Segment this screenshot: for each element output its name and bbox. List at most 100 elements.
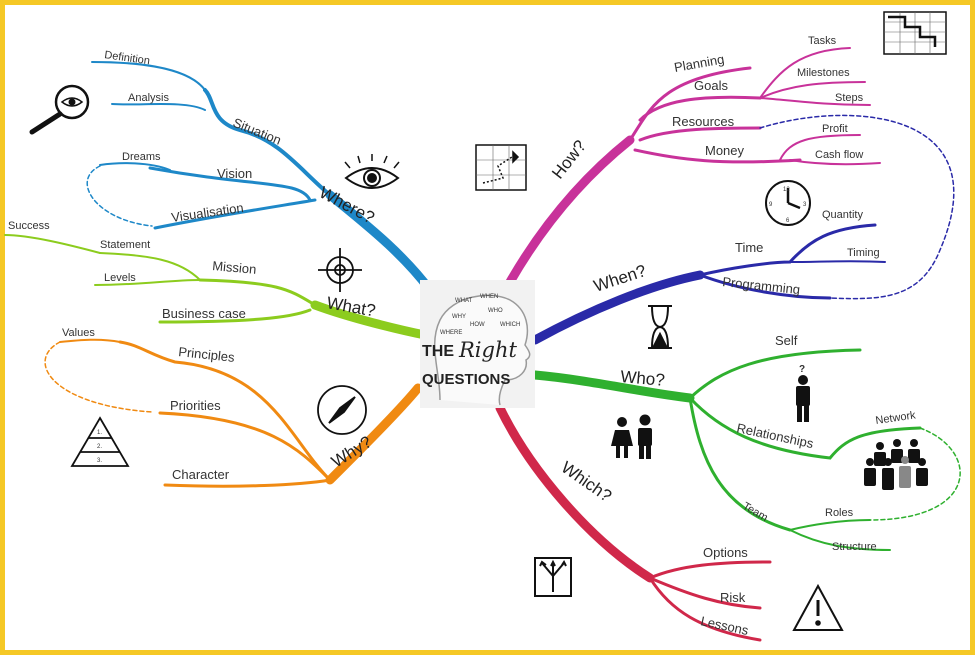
how-steps: Steps [835, 92, 864, 104]
when-timing: Timing [847, 247, 880, 259]
gantt-chart-icon [883, 11, 947, 55]
hourglass-icon [648, 305, 672, 349]
clock-num-6: 6 [786, 218, 790, 224]
where-analysis-link [111, 103, 206, 111]
who-self-link [688, 348, 862, 400]
how-profit-link [779, 134, 861, 161]
which-lessons-link [648, 576, 762, 642]
clock-num-9: 9 [769, 202, 773, 208]
how-money-link [633, 148, 802, 164]
head-word-4: WHY [452, 314, 466, 320]
why-principles-link [118, 340, 332, 482]
who-trunk [530, 370, 695, 403]
who-dashed-link [869, 427, 961, 521]
group-icon [864, 439, 928, 490]
what-levels-link [94, 279, 201, 286]
where-visualisation: Visualisation [170, 200, 244, 225]
where-label: Where? [316, 183, 377, 228]
when-programming: Programming [722, 274, 801, 297]
which-risk: Risk [720, 590, 746, 605]
branch-how [505, 47, 955, 300]
how-tasks-link [759, 47, 851, 99]
head-word-5: HOW [470, 322, 485, 328]
what-mission: Mission [212, 258, 257, 277]
where-trunk [325, 190, 435, 295]
why-character-link [163, 478, 332, 488]
head-word-1: WHAT [455, 298, 473, 304]
why-values: Values [62, 327, 95, 339]
where-situation: Situation [231, 115, 284, 148]
where-situation-link [203, 88, 332, 197]
which-options: Options [703, 545, 748, 560]
eye-icon [344, 154, 400, 189]
branch-what [4, 234, 430, 340]
center-image: WHAT WHEN WHO WHY HOW WHICH WHERE THE Ri… [420, 280, 535, 408]
pyramid-level-2: 2. [97, 444, 102, 450]
how-profit: Profit [822, 123, 848, 135]
why-values-link [59, 338, 121, 343]
crosshair-icon [318, 248, 362, 292]
which-trunk [495, 403, 655, 583]
when-trunk [530, 270, 705, 345]
where-dreams-link [99, 162, 171, 171]
clock-icon: 12 3 6 9 [765, 180, 811, 226]
what-mission-link [198, 278, 317, 307]
where-analysis: Analysis [128, 92, 169, 104]
branch-when [530, 223, 886, 345]
who-relationships-link [688, 396, 922, 460]
when-quantity: Quantity [822, 209, 863, 221]
how-tasks: Tasks [808, 35, 837, 47]
how-milestones-link [759, 81, 866, 99]
how-money: Money [705, 143, 745, 158]
head-silhouette-icon [433, 294, 531, 406]
what-success-link [4, 234, 101, 254]
which-lessons: Lessons [699, 613, 750, 638]
why-label: Why? [328, 432, 375, 471]
clock-num-12: 12 [783, 187, 790, 193]
how-goals-link [638, 95, 762, 122]
magnifier-eye-icon [29, 84, 90, 135]
when-time: Time [735, 240, 763, 255]
head-word-2: WHEN [480, 294, 498, 300]
branch-who [530, 348, 961, 551]
warning-icon [792, 583, 844, 631]
why-priorities-link [158, 411, 332, 482]
why-trunk [325, 383, 423, 485]
head-word-3: WHO [488, 308, 503, 314]
route-map-icon [475, 144, 527, 191]
couple-icon [611, 414, 652, 459]
head-word-6: WHICH [500, 322, 520, 328]
who-self: Self [775, 333, 798, 348]
what-label: What? [325, 293, 377, 320]
who-structure: Structure [832, 541, 877, 553]
who-team-link [688, 396, 792, 532]
how-milestones: Milestones [797, 67, 850, 79]
where-visualisation-link [153, 198, 317, 230]
how-planning: Planning [673, 51, 725, 75]
why-character: Character [172, 467, 230, 482]
why-principles: Principles [178, 344, 236, 365]
how-resources: Resources [672, 114, 735, 129]
why-priorities: Priorities [170, 398, 221, 413]
what-statement: Statement [100, 239, 150, 251]
what-statement-link [99, 252, 201, 281]
how-planning-link [628, 66, 752, 142]
center-title-questions: QUESTIONS [422, 371, 510, 388]
split-arrows-icon [534, 557, 572, 597]
when-timing-link [789, 260, 886, 263]
how-trunk [505, 135, 635, 287]
who-structure-link [789, 529, 891, 551]
who-roles: Roles [825, 507, 854, 519]
how-cash-flow: Cash flow [815, 149, 863, 161]
center-title-right: Right [458, 338, 517, 362]
which-options-link [648, 560, 772, 580]
where-vision-link [148, 166, 312, 202]
what-trunk [310, 300, 430, 340]
how-steps-link [759, 97, 871, 106]
why-dashed-link [44, 341, 153, 413]
branch-which [495, 403, 772, 642]
pyramid-icon: 1. 2. 3. [70, 416, 130, 467]
how-goals: Goals [694, 78, 728, 93]
who-roles-link [789, 519, 871, 531]
